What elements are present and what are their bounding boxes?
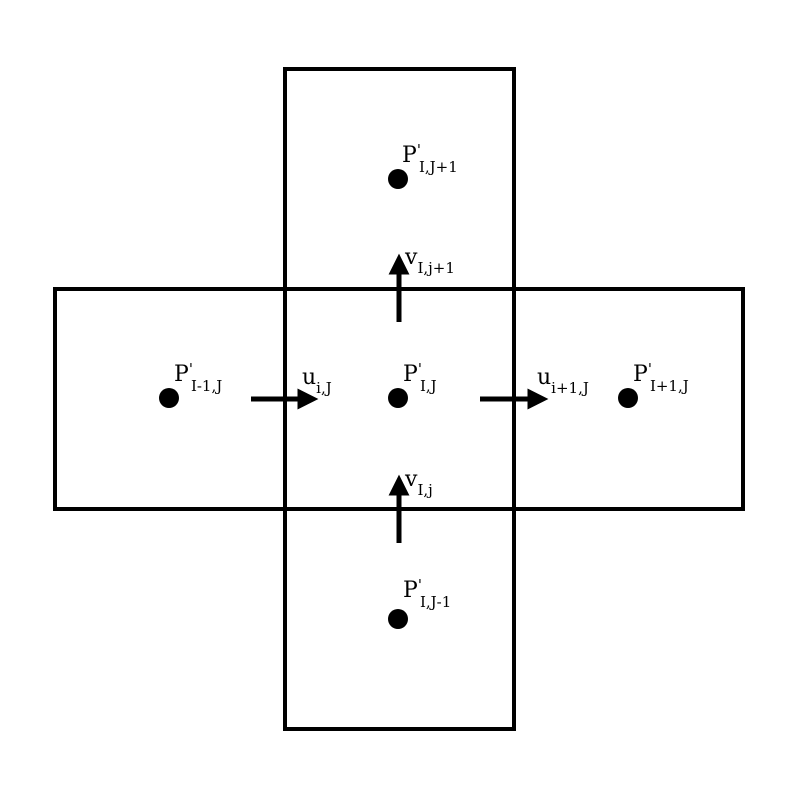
label-v-top: vI,j+1 [404, 245, 455, 277]
label-p-center: P'I,J [403, 360, 437, 395]
node-p-center [388, 388, 408, 408]
node-p-left [159, 388, 179, 408]
node-p-top [388, 169, 408, 189]
node-p-right [618, 388, 638, 408]
label-u-left: ui,J [302, 365, 332, 397]
label-p-right: P'I+1,J [633, 360, 689, 395]
label-p-bottom: P'I,J-1 [403, 576, 451, 611]
label-p-top: P'I,J+1 [402, 141, 458, 176]
label-p-left: P'I-1,J [174, 360, 222, 395]
label-u-right: ui+1,J [537, 365, 589, 397]
node-p-bottom [388, 609, 408, 629]
label-v-bottom: vI,j [404, 467, 433, 499]
